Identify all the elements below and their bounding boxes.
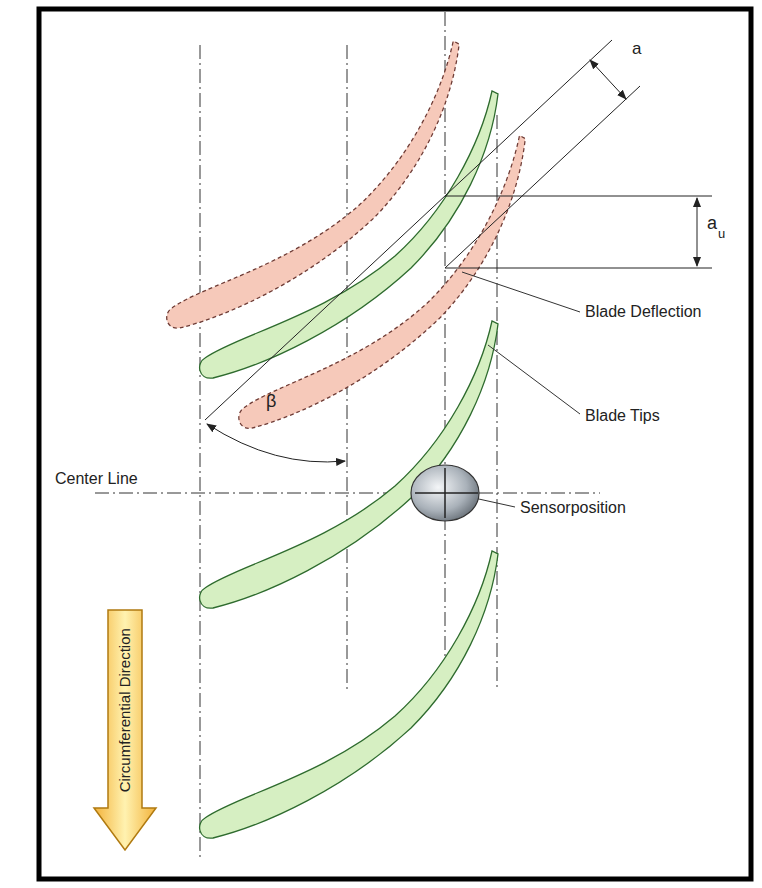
axis-lines	[95, 12, 600, 860]
sensor	[411, 465, 479, 521]
dimension-lines	[205, 40, 712, 462]
direction-arrow: Circumferential Direction	[92, 608, 158, 852]
dimension-subscript: u	[718, 227, 725, 241]
deflected-blades	[167, 41, 526, 428]
blade-tips	[200, 91, 498, 838]
dimension-label: a	[707, 214, 717, 234]
part-label: Sensorposition	[520, 499, 626, 517]
part-label: Blade Tips	[585, 407, 660, 425]
angle-label: β	[266, 392, 276, 412]
sensor-cross	[415, 468, 478, 518]
arrow-label: Circumferential Direction	[117, 628, 134, 792]
part-label: Blade Deflection	[585, 303, 702, 321]
part-label: Center Line	[55, 470, 138, 488]
dimension-label: a	[632, 40, 641, 59]
frame	[39, 9, 751, 879]
